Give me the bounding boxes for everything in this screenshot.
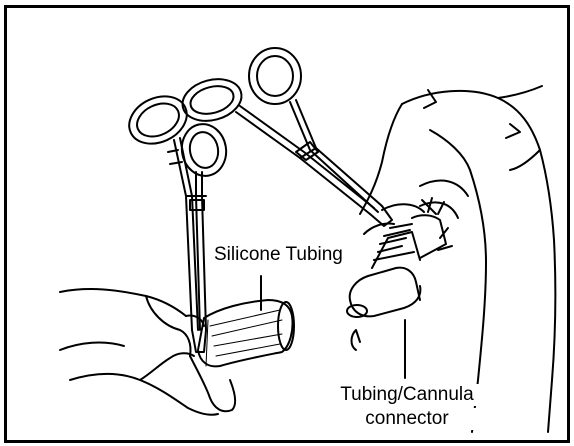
cannula-connector-icon bbox=[347, 198, 452, 317]
tubing-icon bbox=[198, 300, 294, 366]
left-hand-icon bbox=[60, 289, 235, 415]
label-silicone-tubing: Silicone Tubing bbox=[214, 244, 343, 266]
label-connector-line1: Tubing/Cannula bbox=[321, 384, 493, 406]
hemostat-forceps-icon-diagonal bbox=[178, 48, 392, 226]
label-connector-line2: connector bbox=[321, 408, 493, 430]
droplet-icon bbox=[352, 330, 361, 350]
right-hand-icon bbox=[360, 86, 555, 432]
